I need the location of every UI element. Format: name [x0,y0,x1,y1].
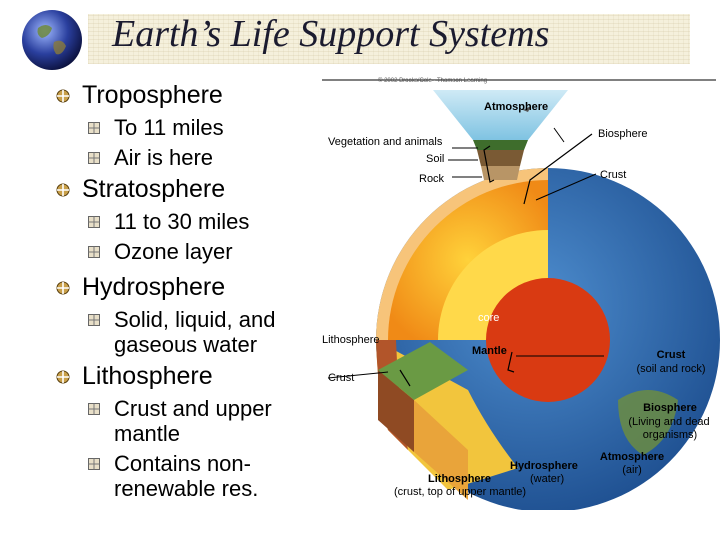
square-bullet-icon [88,152,100,164]
crust-right-sublabel: (soil and rock) [630,363,712,375]
biosphere-bottom-sublabel-2: organisms) [630,429,710,441]
crust-label-top: Crust [600,169,626,181]
crosshair-bullet-icon [56,183,70,197]
hydrosphere-sublabel: (water) [530,473,564,485]
sub-bullet: To 11 miles [88,115,326,140]
sub-bullet: Ozone layer [88,239,326,264]
square-bullet-icon [88,246,100,258]
bullet-heading: Lithosphere [82,361,213,391]
atmosphere-label: Atmosphere [484,101,548,113]
lithosphere-left-label: Lithosphere [322,334,380,346]
rock-label: Rock [419,173,444,185]
sub-bullet: Air is here [88,145,326,170]
bullet-hydrosphere: Hydrosphere [56,272,326,302]
slide-title: Earth’s Life Support Systems [112,12,549,56]
square-bullet-icon [88,216,100,228]
bullet-lithosphere: Lithosphere [56,361,326,391]
sub-bullet-text: Air is here [114,145,213,170]
crust-right-label: Crust [640,349,702,361]
square-bullet-icon [88,403,100,415]
core-label: core [478,312,499,324]
bullet-list: Troposphere To 11 miles Air is here Stra… [56,76,326,501]
globe-icon [20,8,84,72]
lithosphere-bottom-label: Lithosphere [428,473,491,485]
biosphere-bottom-sublabel-1: (Living and dead [620,416,718,428]
square-bullet-icon [88,314,100,326]
crosshair-bullet-icon [56,89,70,103]
biosphere-bottom-label: Biosphere [630,402,710,414]
lithosphere-bottom-sublabel: (crust, top of upper mantle) [394,486,526,498]
sub-bullet: Contains non-renewable res. [88,451,326,501]
crosshair-bullet-icon [56,370,70,384]
soil-label: Soil [426,153,444,165]
hydrosphere-label: Hydrosphere [510,460,578,472]
copyright-label: © 2002 Brooks/Cole - Thomson Learning [378,78,487,84]
square-bullet-icon [88,122,100,134]
square-bullet-icon [88,458,100,470]
sub-bullet: Solid, liquid, and gaseous water [88,307,326,357]
sub-bullet-text: Crust and upper mantle [114,396,326,446]
sub-bullet: 11 to 30 miles [88,209,326,234]
mantle-label: Mantle [472,345,507,357]
crust-left-label: Crust [328,372,354,384]
bullet-stratosphere: Stratosphere [56,174,326,204]
vegetation-label: Vegetation and animals [328,136,442,148]
sub-bullet-text: Ozone layer [114,239,233,264]
sub-bullet-text: 11 to 30 miles [114,209,249,234]
sub-bullet: Crust and upper mantle [88,396,326,446]
bullet-heading: Stratosphere [82,174,225,204]
biosphere-label: Biosphere [598,128,648,140]
sub-bullet-text: Solid, liquid, and gaseous water [114,307,326,357]
sub-bullet-text: To 11 miles [114,115,224,140]
atmosphere-bottom-sublabel: (air) [592,464,672,476]
bullet-heading: Hydrosphere [82,272,225,302]
earth-layers-diagram: © 2002 Brooks/Cole - Thomson Learning At… [318,70,720,510]
atmosphere-bottom-label: Atmosphere [592,451,672,463]
bullet-heading: Troposphere [82,80,223,110]
sub-bullet-text: Contains non-renewable res. [114,451,326,501]
crosshair-bullet-icon [56,281,70,295]
bullet-troposphere: Troposphere [56,80,326,110]
